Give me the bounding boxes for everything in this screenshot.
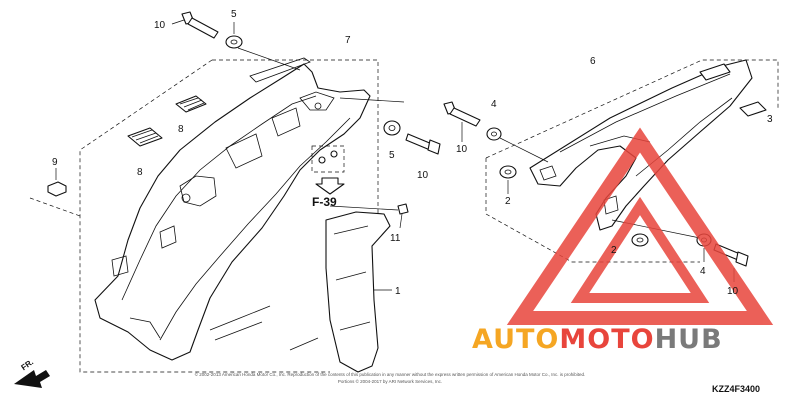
rubber-pad-upper (175, 95, 207, 113)
callout-4b: 4 (700, 266, 706, 277)
svg-text:AUTOMOTOHUB: AUTOMOTOHUB (472, 324, 723, 355)
pad-3 (739, 101, 767, 117)
watermark-text-hub: HUB (655, 324, 723, 355)
bolt-9 (47, 168, 67, 197)
callout-11: 11 (390, 233, 401, 244)
diagram-code: KZZ4F3400 (712, 384, 760, 394)
callout-7: 7 (345, 35, 351, 46)
copyright-line-1: © 2002-2013 American Honda Motor Co., In… (195, 371, 586, 377)
callout-labels: 1 2 2 3 4 4 5 5 6 7 8 8 9 10 10 10 10 11… (19, 9, 773, 394)
rubber-pad-lower (127, 127, 163, 147)
callout-10b: 10 (417, 170, 429, 181)
watermark: AUTOMOTOHUB (472, 127, 774, 355)
rear-fender-assembly-left (14, 11, 441, 388)
front-direction-label: FR. (19, 357, 35, 372)
callout-2a: 2 (505, 196, 511, 207)
watermark-triangle-logo-icon (506, 127, 774, 325)
front-direction-arrow-icon (14, 370, 50, 388)
callout-8a: 8 (178, 124, 184, 135)
callout-1: 1 (395, 286, 401, 297)
clip-screws (311, 145, 345, 195)
callout-6: 6 (590, 56, 596, 67)
collar-4-upper (486, 127, 502, 141)
bolt-10-upper-right (443, 101, 481, 142)
grommet-2-lower (631, 233, 649, 247)
callout-5b: 5 (389, 150, 395, 161)
watermark-text-moto: MOTO (559, 324, 654, 355)
callout-3: 3 (767, 114, 773, 125)
callout-9: 9 (52, 157, 58, 168)
callout-4a: 4 (491, 99, 497, 110)
grommet-2-upper (499, 165, 517, 194)
collar-5-right (383, 120, 401, 136)
callout-10d: 10 (727, 286, 739, 297)
reference-label: F-39 (312, 195, 337, 209)
clip-11 (397, 203, 409, 229)
collar-5-top (225, 22, 243, 49)
callout-10a: 10 (154, 20, 166, 31)
callout-8b: 8 (137, 167, 143, 178)
watermark-text: AUTOMOTOHUB (472, 324, 723, 355)
callout-10c: 10 (456, 144, 468, 155)
copyright-line-2: Portions © 2004-2017 by ARI Network Serv… (338, 378, 442, 384)
callout-5a: 5 (231, 9, 237, 20)
watermark-text-auto: AUTO (472, 324, 559, 355)
bolt-10-right (405, 133, 441, 155)
mud-flap (325, 211, 391, 373)
callout-2b: 2 (611, 245, 617, 256)
bolt-10-top (171, 11, 219, 39)
